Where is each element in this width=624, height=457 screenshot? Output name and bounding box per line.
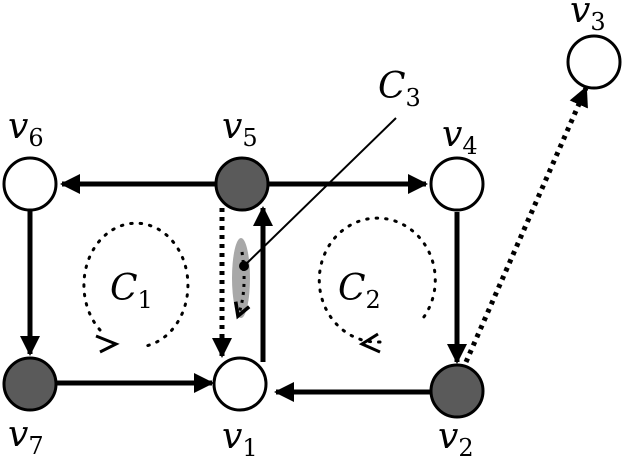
labels: v1 v2 v3 v4 v5 v6 v7 C1 C2 C3 bbox=[8, 0, 606, 457]
node-v5 bbox=[214, 156, 270, 212]
edge-v2-v3-dotted bbox=[463, 86, 589, 364]
c3-pointer-line bbox=[243, 117, 397, 267]
c3-highlight-ellipse bbox=[232, 238, 250, 318]
label-c2: C2 bbox=[338, 268, 381, 314]
node-v1 bbox=[212, 356, 268, 412]
label-c3: C3 bbox=[378, 66, 421, 112]
node-v6 bbox=[2, 156, 58, 212]
label-v3: v3 bbox=[570, 0, 606, 36]
node-v3 bbox=[566, 34, 622, 90]
nodes bbox=[2, 34, 622, 419]
cycle-c1 bbox=[82, 221, 190, 354]
label-v1: v1 bbox=[222, 416, 258, 457]
node-v2 bbox=[429, 363, 485, 419]
label-v2: v2 bbox=[438, 416, 474, 457]
node-v4 bbox=[429, 156, 485, 212]
edges bbox=[20, 86, 589, 402]
cycle-c2 bbox=[317, 216, 437, 354]
label-v4: v4 bbox=[442, 114, 478, 160]
c3-highlight bbox=[232, 117, 397, 320]
label-v6: v6 bbox=[8, 106, 44, 152]
label-c1: C1 bbox=[110, 268, 153, 314]
label-v7: v7 bbox=[8, 414, 44, 457]
label-v5: v5 bbox=[222, 106, 258, 152]
node-v7 bbox=[2, 356, 58, 412]
